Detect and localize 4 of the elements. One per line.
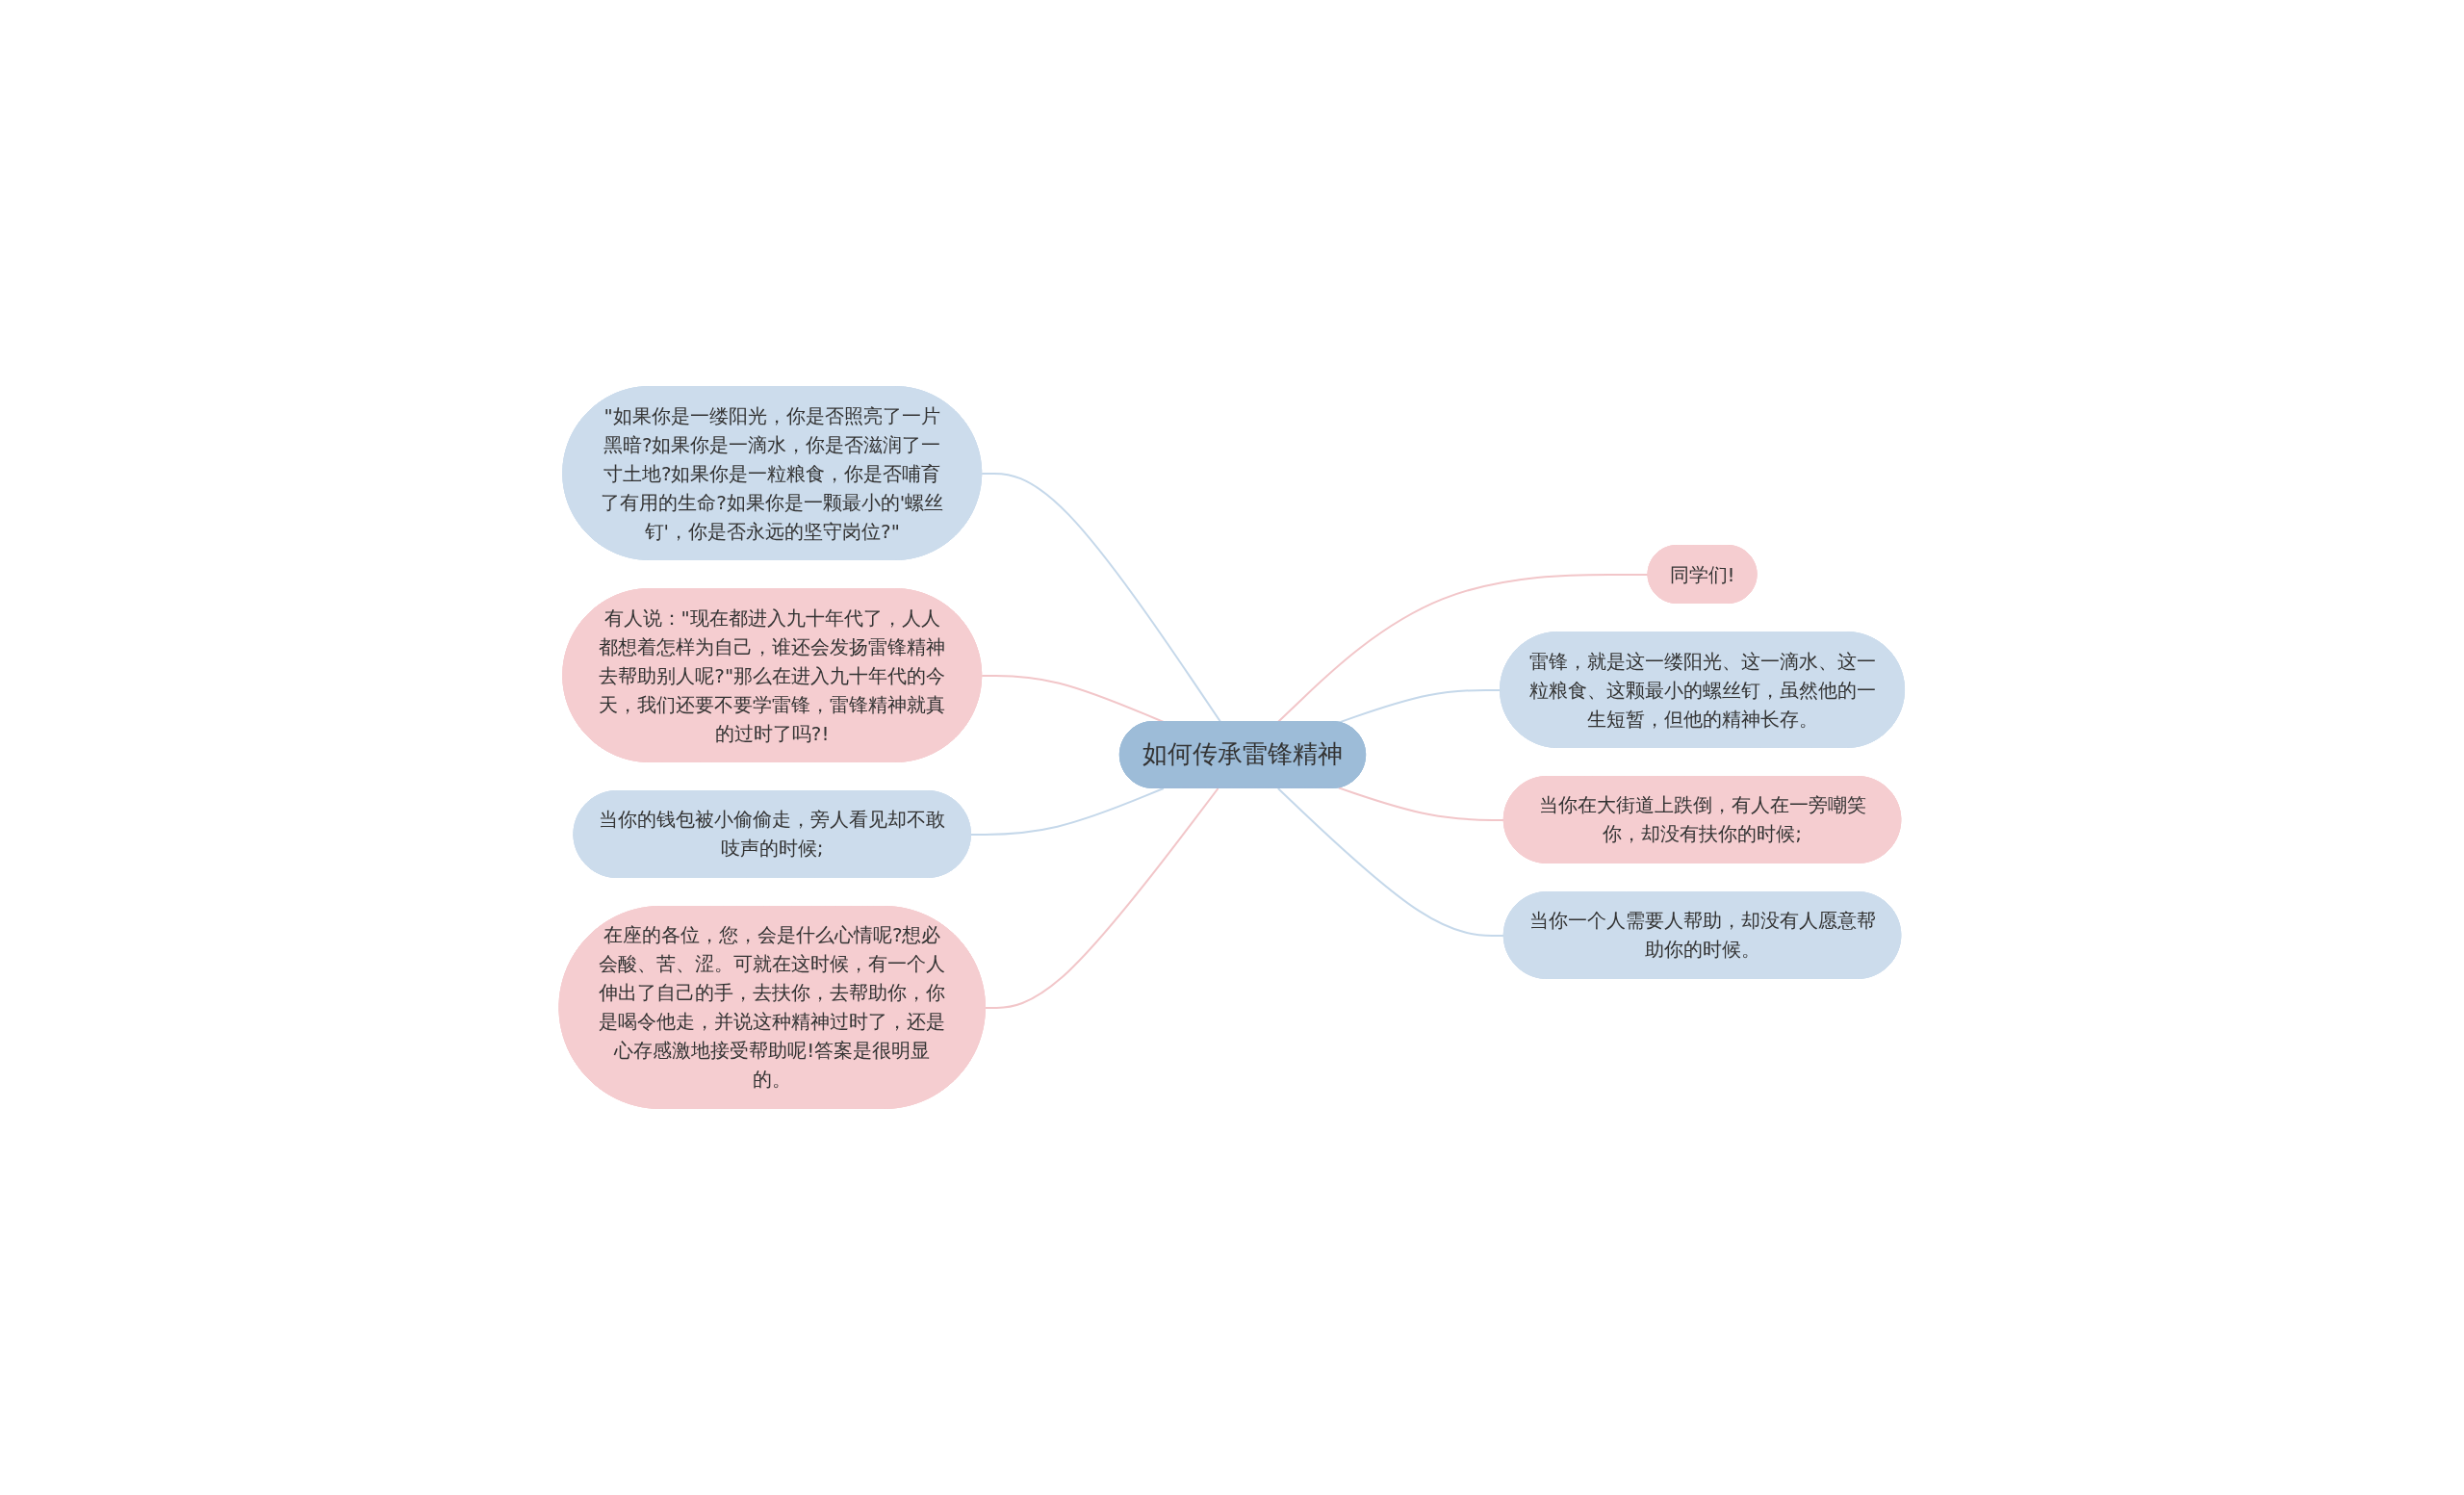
connector (1277, 573, 1650, 723)
connector (970, 787, 1166, 836)
connector (981, 472, 1222, 723)
connector (985, 787, 1219, 1009)
